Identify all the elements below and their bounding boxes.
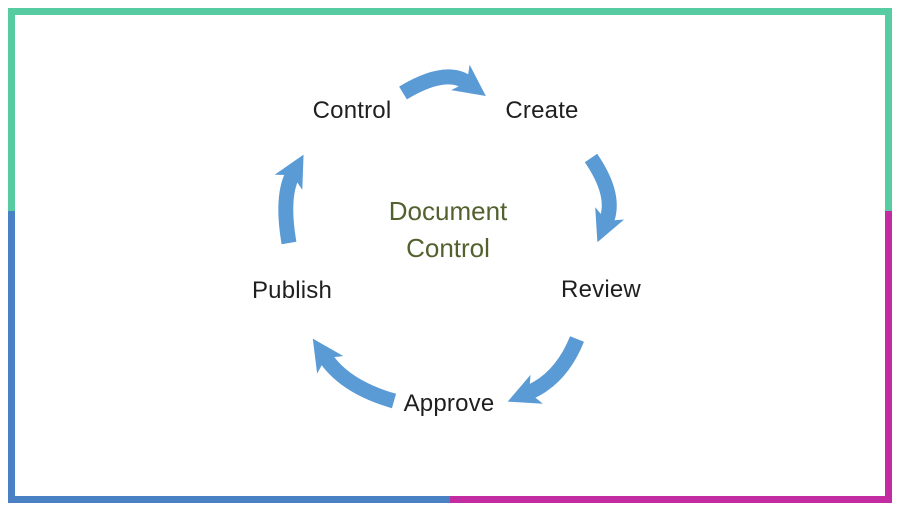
step-label-control: Control — [312, 97, 392, 124]
arrow-control-to-create — [399, 64, 486, 100]
arrow-publish-to-control — [274, 154, 304, 245]
step-label-review: Review — [561, 276, 641, 303]
diagram-title: Document Control — [389, 193, 508, 267]
frame-border-top — [8, 8, 892, 15]
diagram-title-line2: Control — [406, 233, 490, 263]
frame-border-top-mint — [8, 8, 892, 15]
frame-border-bottom-blue — [8, 496, 450, 503]
frame-border-right — [885, 8, 892, 503]
frame-border-left-blue — [8, 210, 15, 503]
diagram-title-line1: Document — [388, 196, 508, 226]
frame-border-right-magenta — [885, 210, 892, 503]
frame-border-bottom — [8, 496, 892, 503]
step-label-approve: Approve — [403, 390, 495, 417]
frame-border-bottom-magenta — [450, 496, 892, 503]
step-label-publish: Publish — [251, 277, 333, 304]
frame-border-left — [8, 8, 15, 503]
arrow-approve-to-publish — [312, 338, 397, 409]
step-label-create: Create — [505, 97, 579, 124]
frame-border-right-mint — [885, 8, 892, 211]
arrow-create-to-review — [584, 153, 625, 243]
arrow-review-to-approve — [507, 336, 584, 404]
frame-border-left-mint — [8, 8, 15, 211]
